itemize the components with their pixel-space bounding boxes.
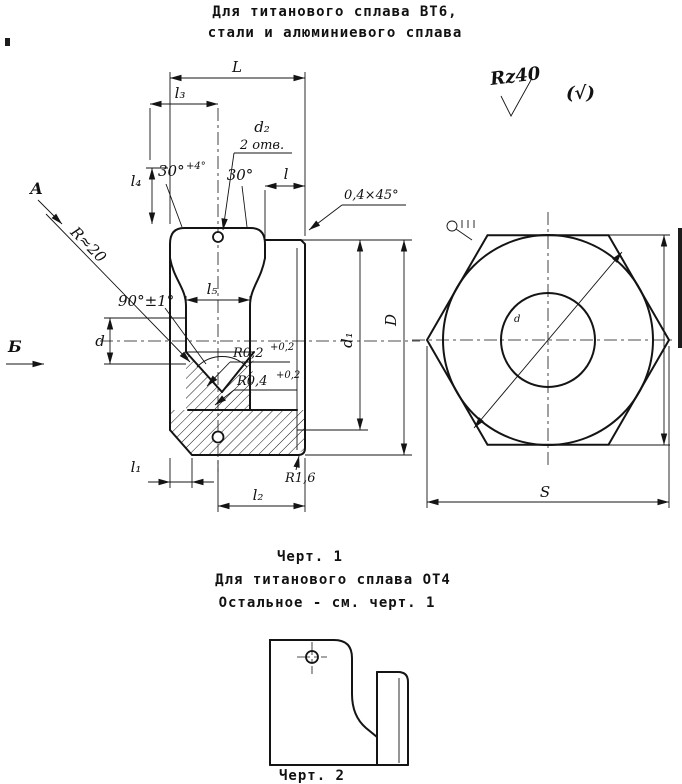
caption-fig1: Черт. 1 [277,549,343,565]
hatch-left-wall [186,352,222,410]
hex-end-view: d S [412,212,676,508]
svg-text:l₄: l₄ [131,172,142,190]
callout-chamfer: 0,4×45° [308,188,406,231]
svg-text:d₂: d₂ [254,118,270,136]
svg-text:30°: 30° [158,162,185,180]
dim-angle30-left: 30° +4° [158,161,206,228]
header-line1: Для титанового сплава ВТ6, [212,4,457,20]
note-line2: Остальное - см. черт. 1 [219,595,436,611]
dim-angle30-right: 30° [227,166,254,228]
dim-l3: l₃ [149,84,218,160]
roughness-check-icon [500,79,532,117]
svg-text:2 отв.: 2 отв. [239,138,284,153]
dim-L: L [169,58,306,236]
view-arrow-b: Б [6,337,44,368]
svg-text:+4°: +4° [186,161,206,172]
fig2-body-outline [269,639,378,766]
main-section-view: L l₃ d₂ 2 отв. l₄ 30° +4° 30° [6,58,420,512]
svg-text:d₁: d₁ [338,332,356,348]
svg-text:S: S [540,483,550,501]
svg-text:l₂: l₂ [253,486,264,504]
svg-text:+0,2: +0,2 [270,342,294,353]
svg-text:R0,2: R0,2 [232,346,263,361]
dim-S: S [426,346,670,508]
callout-r20: R≈20 [45,213,191,363]
dim-l2: l₂ [217,458,306,512]
callout-r02: R0,2 +0,2 [206,342,294,387]
svg-text:R1,6: R1,6 [284,471,315,486]
callout-r16: R1,6 [284,455,315,486]
svg-text:l₁: l₁ [131,458,142,476]
svg-text:R0,4: R0,4 [236,374,267,389]
caption-fig2: Черт. 2 [279,768,345,784]
diagonal-dimension [473,251,623,429]
fig2-flange-outline [376,671,409,766]
svg-text:30°: 30° [227,166,254,184]
bore-label: d [514,314,520,325]
svg-text:l: l [284,165,289,183]
note-line1: Для титанового сплава ОТ4 [215,572,451,588]
dim-d1: d₁ [265,239,412,431]
callout-d2: d₂ 2 отв. [221,118,292,231]
callout-r04: R0,4 +0,2 [214,370,300,406]
dim-across-flats [608,234,670,446]
dim-l4: l₄ [131,167,168,224]
svg-text:Б: Б [7,337,22,356]
scan-edge-smudge [678,228,682,348]
hatch-bottom-wall [170,410,304,454]
fig2-view [269,639,409,766]
dim-D: D [305,240,412,456]
svg-text:R≈20: R≈20 [66,222,110,266]
svg-text:+0,2: +0,2 [276,370,300,381]
svg-text:L: L [231,58,242,76]
svg-text:l₅: l₅ [207,280,218,298]
svg-text:d: d [95,332,105,350]
svg-text:90°±1°: 90°±1° [118,292,174,310]
part-outline [169,227,306,456]
chamfer-circle [442,234,654,446]
wire-hole-top [212,231,224,243]
dim-l: l [264,165,305,238]
header-line2: стали и алюминиевого сплава [208,25,463,41]
dim-angle90: 90°±1° [118,292,248,368]
datum-mark [446,220,475,241]
view-arrow-a: А [29,179,63,225]
roughness-alt-label: (√) [566,83,595,104]
roughness-mark: Rz40 (√) [488,63,595,117]
svg-text:0,4×45°: 0,4×45° [344,188,399,203]
scan-speck [5,38,10,46]
svg-text:l₃: l₃ [175,84,186,102]
dim-l5: l₅ [185,280,251,306]
svg-text:А: А [29,179,43,198]
svg-text:D: D [382,314,400,327]
dim-l1: l₁ [131,458,214,488]
wire-hole-bottom [211,430,225,444]
roughness-label: Rz40 [488,63,542,90]
